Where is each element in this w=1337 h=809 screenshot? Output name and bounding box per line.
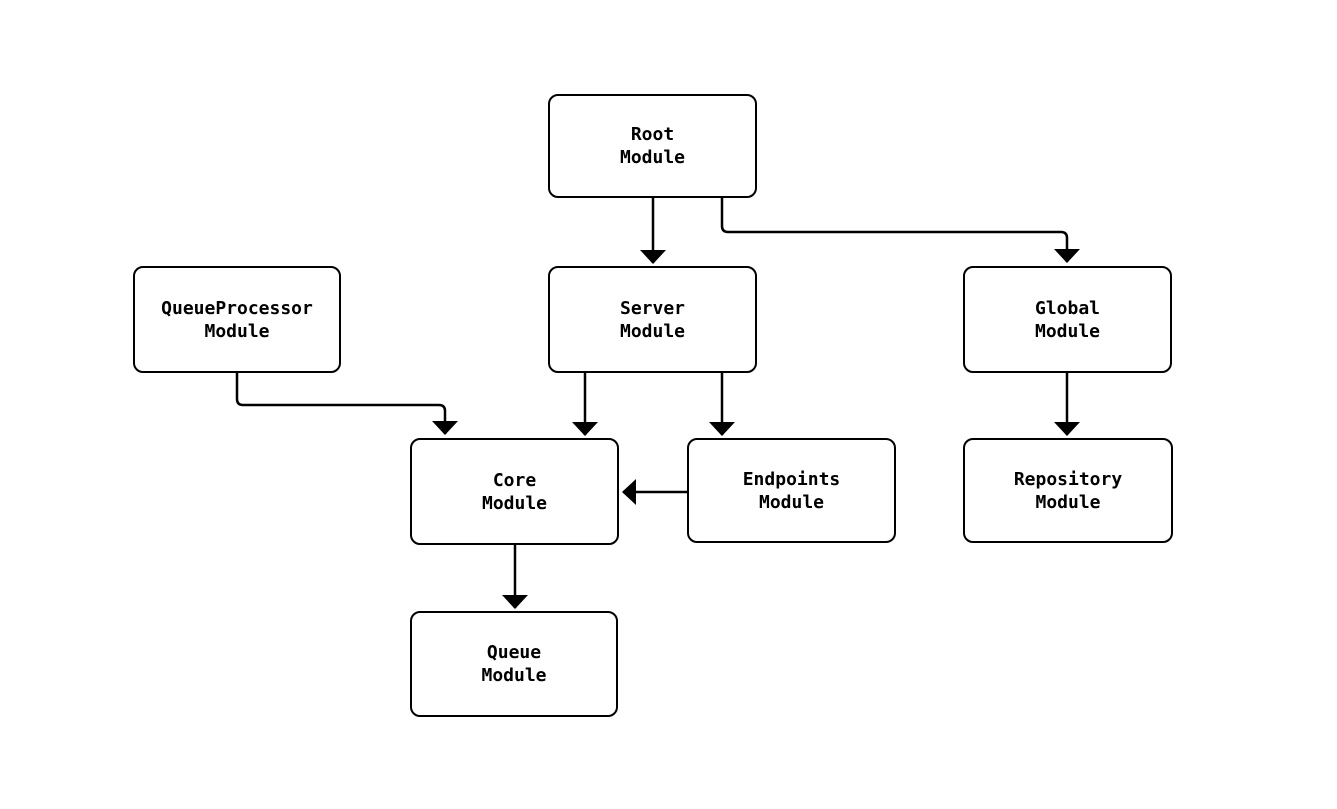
node-label: Core [492,469,537,491]
node-label: Module [204,320,270,342]
node-server-module: Server Module [548,266,757,373]
node-label: Root [630,124,675,145]
node-label: Endpoints [742,468,841,490]
node-label: Module [619,320,686,342]
node-label: Module [1034,320,1101,342]
node-queue-module: Queue Module [410,611,618,717]
node-endpoints-module: Endpoints Module [687,438,896,543]
node-label: Server [619,297,686,319]
node-queueprocessor-module: QueueProcessor Module [133,266,341,373]
edge-root-to-global [720,198,1080,263]
node-root-module: Root Module [548,94,757,198]
node-label: Global [1034,297,1101,319]
node-label: QueueProcessor [161,297,313,319]
edge-queueprocessor-to-core [235,373,458,435]
node-label: Queue [486,642,542,663]
node-label: Module [481,665,547,686]
node-label: Module [1035,491,1101,513]
node-repository-module: Repository Module [963,438,1173,543]
node-label: Module [619,147,686,168]
node-label: Module [481,492,548,514]
node-label: Repository [1013,468,1123,490]
node-global-module: Global Module [963,266,1172,373]
node-core-module: Core Module [410,438,619,545]
node-label: Module [758,491,825,513]
